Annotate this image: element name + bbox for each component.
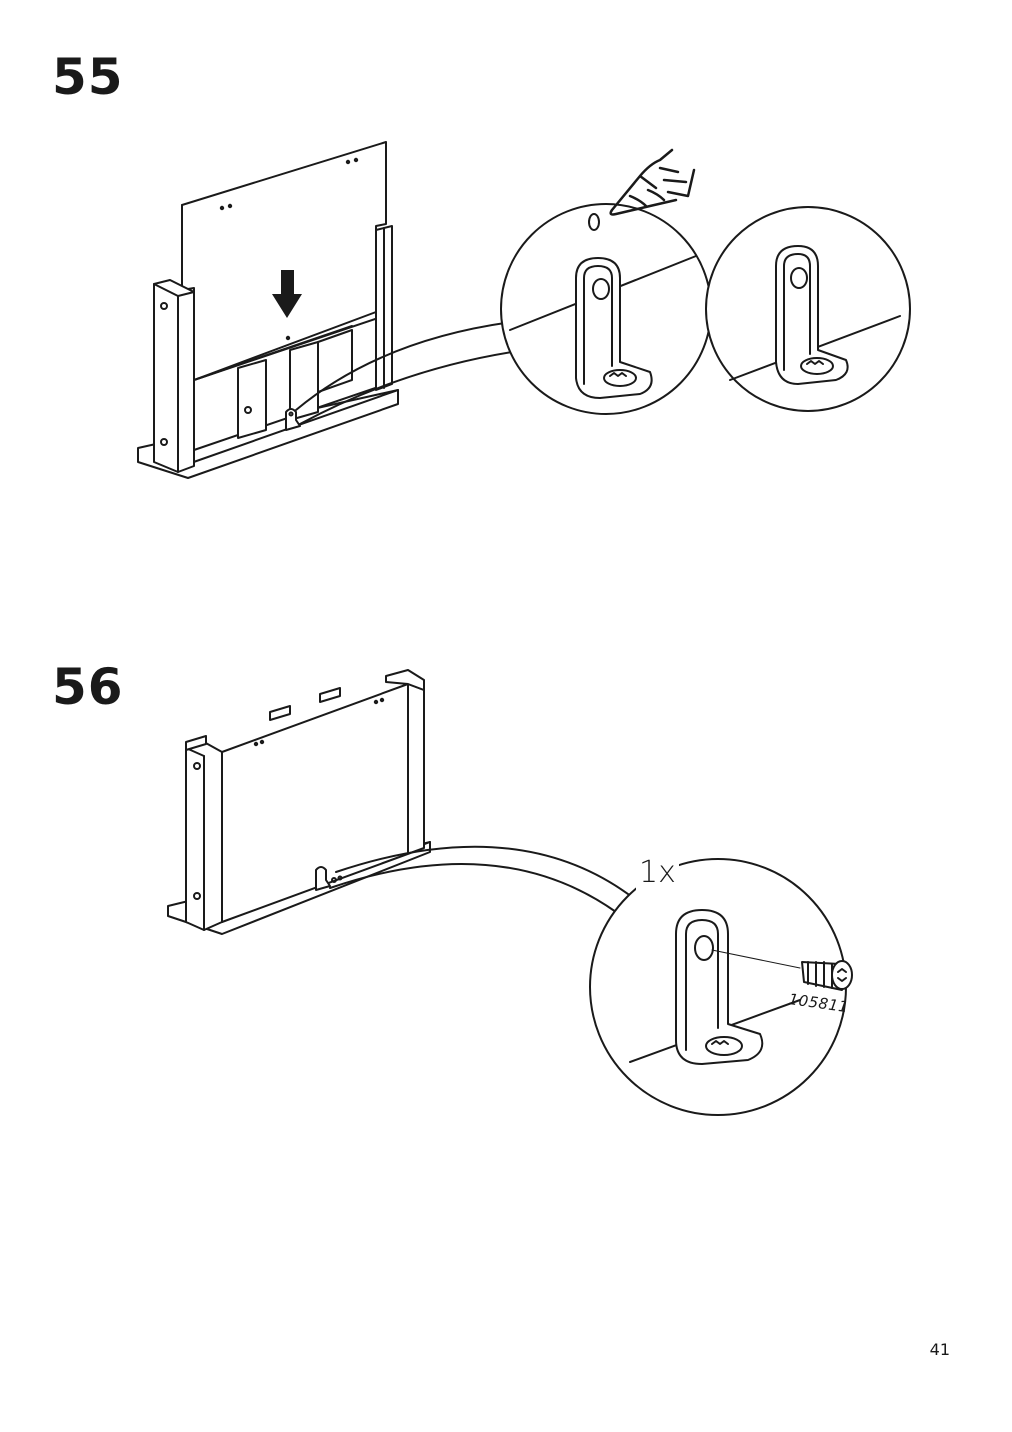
step-number: 55	[52, 48, 124, 106]
step-number: 56	[52, 658, 124, 716]
detail-circle-result	[705, 206, 911, 412]
right-side-panel	[375, 225, 393, 391]
detail-circle-screw	[589, 858, 847, 1116]
page-number: 41	[929, 1340, 950, 1359]
down-arrow-icon	[272, 270, 302, 318]
cabinet-interior	[193, 315, 385, 451]
quantity-label: 1x	[636, 856, 679, 890]
cabinet-front	[167, 669, 431, 935]
angle-bracket	[285, 408, 301, 431]
screw-icon	[801, 960, 853, 991]
finger-pointing-icon	[609, 148, 696, 216]
detail-circle-finger-check	[500, 203, 712, 415]
left-side-panel	[153, 279, 195, 473]
